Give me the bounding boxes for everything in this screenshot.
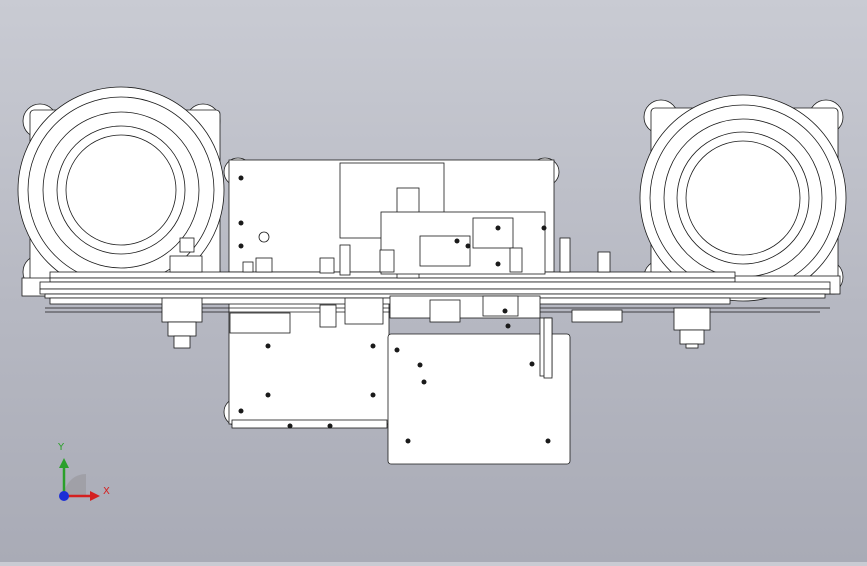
coordinate-triad <box>59 458 100 501</box>
right-feeder-stem <box>673 307 711 349</box>
upper-mechanism <box>242 187 611 279</box>
x-axis-label: X <box>103 486 110 497</box>
y-axis-label: Y <box>58 442 65 453</box>
right-bowl-feeder <box>639 94 847 302</box>
left-bowl-feeder <box>17 86 225 297</box>
left-feeder-stem <box>161 237 203 349</box>
lower-mechanism <box>229 295 623 465</box>
fastener-holes <box>238 175 551 444</box>
